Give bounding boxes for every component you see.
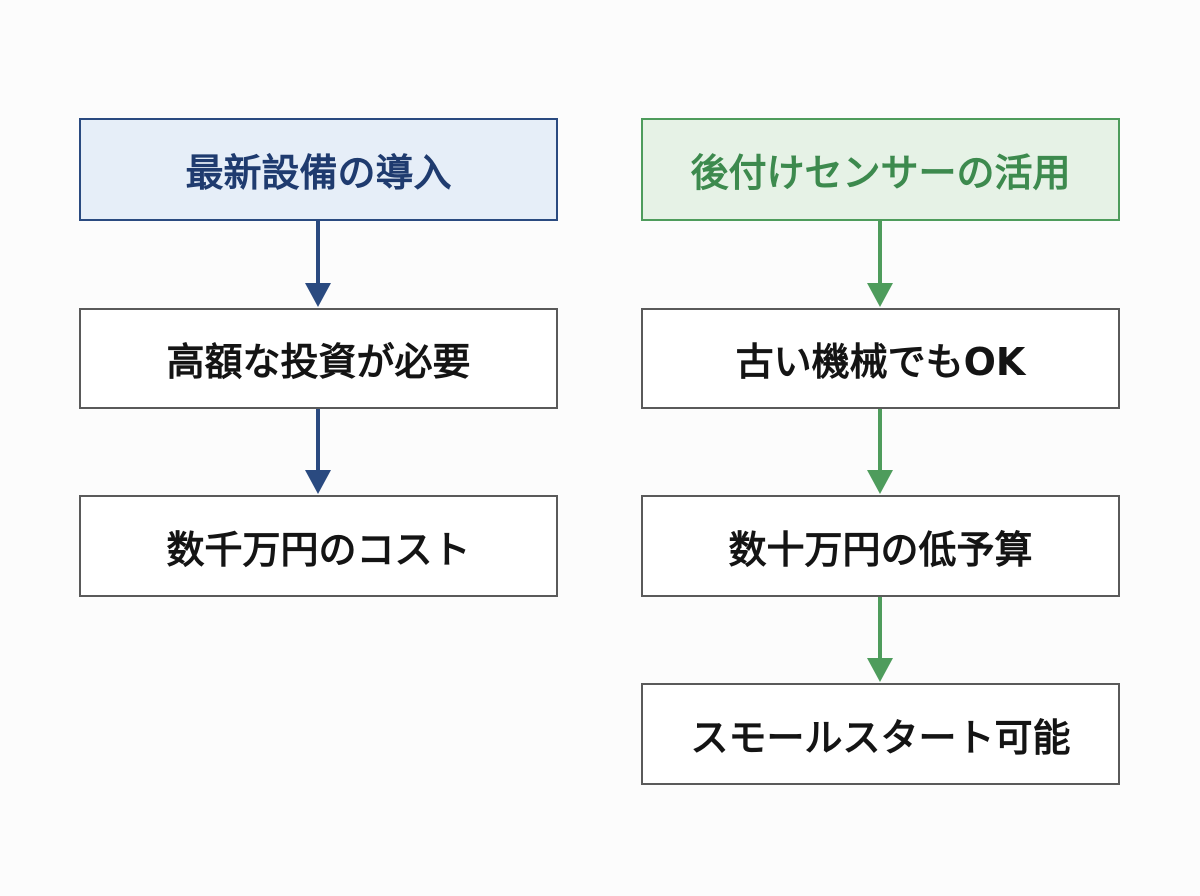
right-header-box: 後付けセンサーの活用	[641, 118, 1120, 221]
left-step-2-box: 数千万円のコスト	[79, 495, 558, 597]
right-step-1-box: 古い機械でもOK	[641, 308, 1120, 409]
left-header-label: 最新設備の導入	[185, 151, 452, 195]
left-arrow-2	[305, 409, 331, 494]
right-step-3-box: スモールスタート可能	[641, 683, 1120, 785]
left-arrow-1	[305, 221, 331, 307]
right-arrow-3	[867, 597, 893, 682]
right-step-2-label: 数十万円の低予算	[728, 527, 1033, 572]
right-arrow-1	[867, 221, 893, 307]
right-step-2-box: 数十万円の低予算	[641, 495, 1120, 597]
left-step-1-box: 高額な投資が必要	[79, 308, 558, 409]
right-arrow-2	[867, 409, 893, 494]
left-step-2-label: 数千万円のコスト	[166, 527, 471, 572]
left-header-box: 最新設備の導入	[79, 118, 558, 221]
right-step-3-label: スモールスタート可能	[690, 715, 1071, 760]
right-header-label: 後付けセンサーの活用	[690, 151, 1071, 195]
right-step-1-label: 古い機械でもOK	[735, 340, 1026, 384]
left-step-1-label: 高額な投資が必要	[166, 340, 471, 384]
